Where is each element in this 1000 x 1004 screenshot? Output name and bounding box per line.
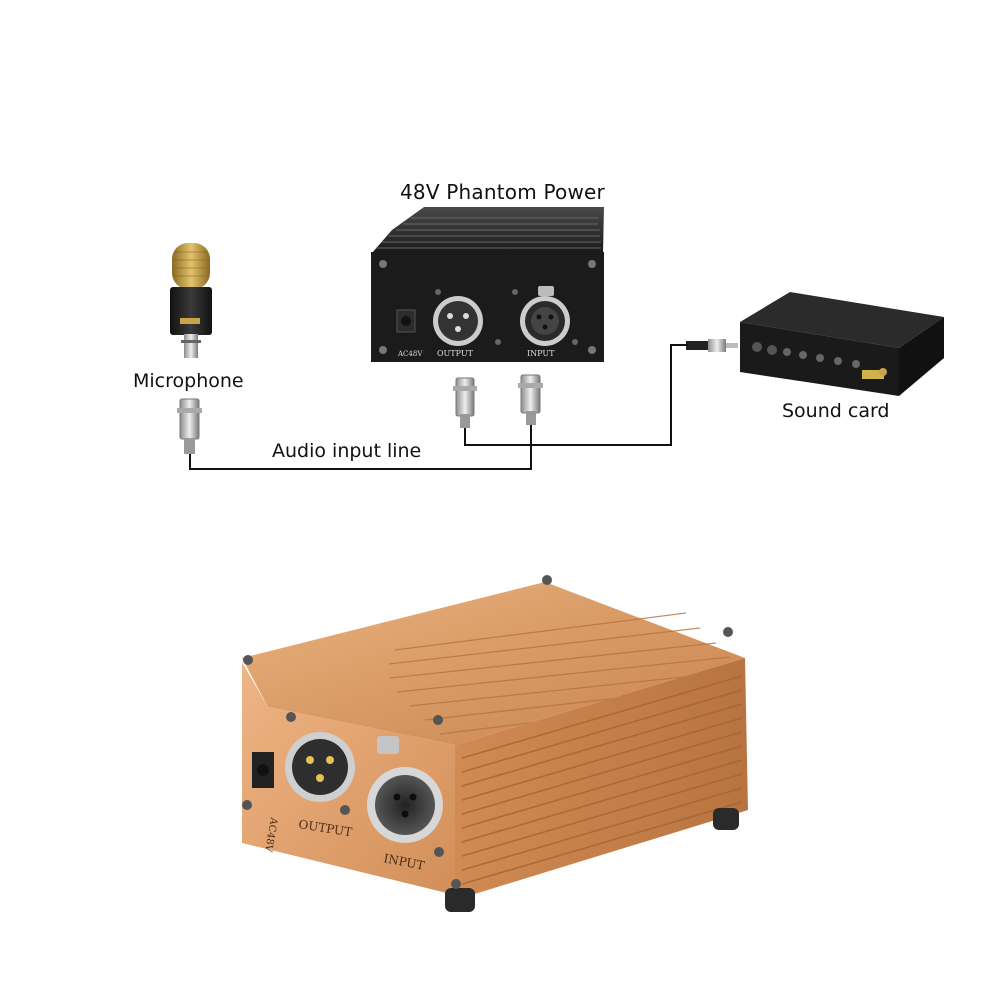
audio-line-label: Audio input line (272, 440, 422, 462)
diagram-title: 48V Phantom Power (400, 180, 605, 204)
jack-plug-icon (686, 339, 738, 352)
phantom-power-product-photo (242, 575, 748, 912)
top-unit-output-label: OUTPUT (437, 349, 474, 358)
audio-input-cable (189, 425, 532, 470)
top-unit-input-label: INPUT (527, 349, 555, 358)
top-unit-jack-label: AC48V (397, 350, 423, 358)
sound-card-icon (740, 292, 944, 396)
microphone-icon (170, 243, 212, 358)
microphone-label: Microphone (133, 370, 244, 392)
output-to-sound-card-cable (464, 344, 688, 446)
xlr-plug-output-icon (453, 377, 477, 428)
xlr-plug-input-icon (518, 374, 543, 425)
xlr-plug-microphone-icon (177, 398, 202, 454)
phantom-power-unit-diagram (371, 207, 604, 362)
sound-card-label: Sound card (782, 400, 890, 422)
